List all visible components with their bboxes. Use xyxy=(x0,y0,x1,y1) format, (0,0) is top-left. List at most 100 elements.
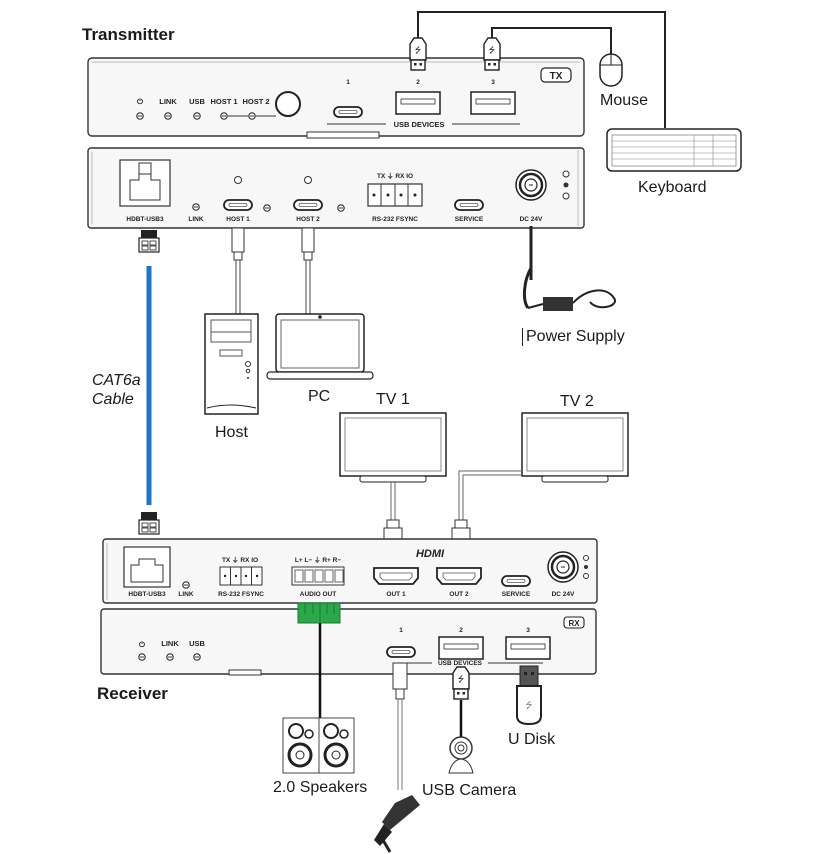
host-computer-icon xyxy=(204,313,259,415)
tv1-label: TV 1 xyxy=(376,391,410,408)
rx-usb-c-port-1[interactable] xyxy=(386,646,416,658)
rx-usb-port-3-number: 3 xyxy=(526,627,530,634)
rx-audio-out-terminal[interactable] xyxy=(291,566,345,586)
tx-host1-led-rear xyxy=(263,204,271,212)
tx-dc-label: DC 24V xyxy=(520,216,543,223)
u-disk-label: U Disk xyxy=(508,731,556,748)
transmitter-front-panel xyxy=(87,57,585,139)
transmitter-title: Transmitter xyxy=(82,25,175,44)
tv2-icon xyxy=(521,412,629,483)
tx-host1-port[interactable] xyxy=(223,199,253,211)
rx-out1-label: OUT 1 xyxy=(386,591,406,598)
mouse-icon xyxy=(599,53,623,87)
rx-link-led xyxy=(182,581,190,589)
mouse-usb-plug xyxy=(483,37,501,71)
usb-camera-cable xyxy=(452,666,470,738)
keyboard-label: Keyboard xyxy=(638,179,707,196)
rx-led-link-label: LINK xyxy=(161,639,179,648)
tv2-label: TV 2 xyxy=(560,393,594,410)
host-label: Host xyxy=(215,424,248,441)
tx-led-host1-label: HOST 1 xyxy=(210,97,237,106)
rx-out2-label: OUT 2 xyxy=(449,591,469,598)
tx-hdbt-usb3-label: HDBT-USB3 xyxy=(126,216,164,223)
rx-hdmi-out1-port[interactable] xyxy=(373,567,419,585)
tx-usb-port-3-number: 3 xyxy=(491,79,495,86)
microphone-cable xyxy=(392,662,408,790)
tx-terminal-pins-label: TX ⏚ RX IO xyxy=(377,172,413,180)
tx-usb-a-port-3[interactable] xyxy=(470,91,516,115)
tx-led-power-label: ⏻ xyxy=(137,97,144,106)
tx-rj45-plug xyxy=(138,229,160,253)
tx-service-label: SERVICE xyxy=(455,216,484,223)
cable-label-line2: Cable xyxy=(92,391,134,408)
rx-hdbt-usb3-port[interactable] xyxy=(123,546,171,588)
rx-badge xyxy=(563,616,585,629)
power-supply-icon xyxy=(522,226,617,311)
tx-rs232-fsync-terminal[interactable] xyxy=(367,183,423,207)
rx-front-leds: ⏻ LINK USB xyxy=(138,639,205,661)
rx-hdbt-usb3-label: HDBT-USB3 xyxy=(128,591,166,598)
usb-camera-label: USB Camera xyxy=(422,782,517,799)
speakers-label: 2.0 Speakers xyxy=(273,779,368,796)
tx-usb-devices-label: USB DEVICES xyxy=(394,120,445,129)
keyboard-usb-plug xyxy=(409,37,427,71)
rx-audio-out-label: AUDIO OUT xyxy=(300,591,337,598)
rx-link-led-front xyxy=(166,653,174,661)
tx-usb-port-2-number: 2 xyxy=(416,79,420,86)
tx-dc-power-jack[interactable] xyxy=(514,168,548,202)
rx-terminal-pins-label: TX ⏚ RX IO xyxy=(222,556,258,564)
tx-usb-port-1-number: 1 xyxy=(346,79,350,86)
tx-usb-c-port-1[interactable] xyxy=(333,106,363,118)
microphone-icon xyxy=(374,795,420,853)
tx-host2-led-rear xyxy=(337,204,345,212)
tx-service-port[interactable] xyxy=(454,199,484,211)
rx-dc-label: DC 24V xyxy=(552,591,575,598)
pc-laptop-icon xyxy=(266,313,374,380)
tx-power-led xyxy=(136,112,144,120)
tx-front-leds: ⏻ LINK USB HOST 1 HOST 2 xyxy=(136,91,301,120)
tx-hdbt-usb3-port[interactable] xyxy=(119,159,171,207)
rx-usb-devices-label: USB DEVICES xyxy=(438,660,483,667)
hdmi-logo: HDMI xyxy=(416,548,445,560)
tx-rs232-label: RS-232 FSYNC xyxy=(372,216,418,223)
tx-host2-label: HOST 2 xyxy=(296,216,320,223)
tx-usb-peripheral-cables xyxy=(409,11,666,128)
tx-usb-a-port-2[interactable] xyxy=(395,91,441,115)
rx-rear-ports: HDBT-USB3 LINK TX ⏚ RX IO RS-232 FSYNC L… xyxy=(123,546,589,598)
polarity-icon xyxy=(562,170,570,200)
svg-text:⭍: ⭍ xyxy=(525,700,533,710)
tx-rear-ports: HDBT-USB3 LINK HOST 1 HOST 2 TX ⏚ RX IO … xyxy=(119,159,570,223)
rx-usb-a-port-2[interactable] xyxy=(438,636,484,660)
camera-usb-plug xyxy=(452,666,470,700)
rx-usb-port-2-number: 2 xyxy=(459,627,463,634)
tx-host2-port[interactable] xyxy=(293,199,323,211)
rx-audio-pins-label: L+ L− ⏚ R+ R− xyxy=(295,556,341,564)
receiver-rear-panel xyxy=(102,538,598,604)
u-disk-icon: ⭍ xyxy=(516,665,542,726)
speakers-icon xyxy=(282,717,355,774)
rx-dc-power-jack[interactable] xyxy=(546,550,580,584)
tx-host2-led xyxy=(248,112,256,120)
power-supply-label: Power Supply xyxy=(522,328,625,346)
rx-usb-a-port-3[interactable] xyxy=(505,636,551,660)
host-cables xyxy=(231,227,315,316)
rx-link-label: LINK xyxy=(178,591,193,598)
rx-service-label: SERVICE xyxy=(502,591,531,598)
host-switch-button[interactable] xyxy=(275,91,301,117)
tx-badge xyxy=(540,67,572,83)
tx-host1-label: HOST 1 xyxy=(226,216,250,223)
rx-led-usb-label: USB xyxy=(189,639,205,648)
mouse-label: Mouse xyxy=(600,92,649,109)
rx-rs232-label: RS-232 FSYNC xyxy=(218,591,264,598)
tx-led-usb-label: USB xyxy=(189,97,205,106)
keyboard-icon xyxy=(606,128,742,172)
rx-hdmi-out2-port[interactable] xyxy=(436,567,482,585)
cat6a-cable xyxy=(138,229,160,535)
rx-service-port[interactable] xyxy=(501,575,531,587)
tx-badge-text: TX xyxy=(550,71,563,82)
rx-badge-text: RX xyxy=(568,619,580,628)
rx-rs232-fsync-terminal[interactable] xyxy=(219,566,263,586)
tv1-icon xyxy=(339,412,447,483)
tx-rear-link-label: LINK xyxy=(188,216,203,223)
